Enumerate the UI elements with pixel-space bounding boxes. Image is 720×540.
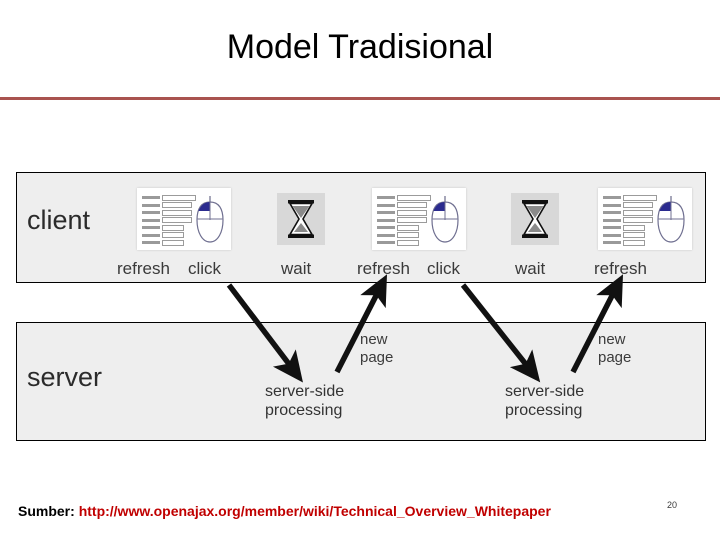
- form-field-rows: [142, 194, 196, 247]
- form-row: [603, 217, 657, 224]
- caption-wait-2: wait: [515, 259, 546, 278]
- caption-click-2: click: [427, 259, 461, 278]
- hourglass-icon-1: [277, 193, 325, 245]
- caption-wait-1: wait: [281, 259, 312, 278]
- form-row: [377, 239, 431, 246]
- form-row: [142, 232, 196, 239]
- form-row: [603, 194, 657, 201]
- form-row: [377, 224, 431, 231]
- server-processing-2-line2: processing: [505, 402, 583, 419]
- form-field-rows: [377, 194, 431, 247]
- form-row: [603, 209, 657, 216]
- form-row: [603, 232, 657, 239]
- new-page-1-line2: page: [360, 349, 394, 366]
- caption-refresh-2: refresh: [357, 259, 410, 278]
- form-row: [142, 194, 196, 201]
- form-row: [603, 224, 657, 231]
- page-number: 20: [667, 500, 678, 510]
- new-page-1-line1: new: [360, 331, 388, 348]
- mouse-icon: [430, 196, 460, 244]
- form-row: [142, 239, 196, 246]
- form-row: [377, 232, 431, 239]
- client-band-label: client: [27, 205, 91, 235]
- server-processing-1-line1: server-side: [265, 383, 345, 400]
- client-band: [16, 172, 706, 283]
- form-row: [377, 202, 431, 209]
- source-label: Sumber:: [18, 503, 75, 519]
- server-band-label: server: [27, 362, 103, 392]
- title-divider: [0, 97, 720, 100]
- form-field-rows: [603, 194, 657, 247]
- server-processing-2-line1: server-side: [505, 383, 585, 400]
- form-mouse-icon-1: [137, 188, 231, 250]
- form-row: [142, 217, 196, 224]
- server-processing-1-line2: processing: [265, 402, 343, 419]
- caption-refresh-1: refresh: [117, 259, 170, 278]
- form-mouse-icon-3: [598, 188, 692, 250]
- source-url[interactable]: http://www.openajax.org/member/wiki/Tech…: [78, 503, 551, 519]
- hourglass-icon-2: [511, 193, 559, 245]
- mouse-icon: [195, 196, 225, 244]
- form-row: [603, 239, 657, 246]
- form-row: [142, 224, 196, 231]
- form-mouse-icon-2: [372, 188, 466, 250]
- form-row: [377, 194, 431, 201]
- mouse-icon: [656, 196, 686, 244]
- new-page-2-line1: new: [598, 331, 626, 348]
- form-row: [142, 202, 196, 209]
- form-row: [603, 202, 657, 209]
- form-row: [377, 217, 431, 224]
- page-title: Model Tradisional: [226, 28, 494, 66]
- caption-refresh-3: refresh: [594, 259, 647, 278]
- new-page-2-line2: page: [598, 349, 632, 366]
- caption-click-1: click: [188, 259, 222, 278]
- source-footer: Sumber: http://www.openajax.org/member/w…: [18, 503, 551, 519]
- form-row: [377, 209, 431, 216]
- form-row: [142, 209, 196, 216]
